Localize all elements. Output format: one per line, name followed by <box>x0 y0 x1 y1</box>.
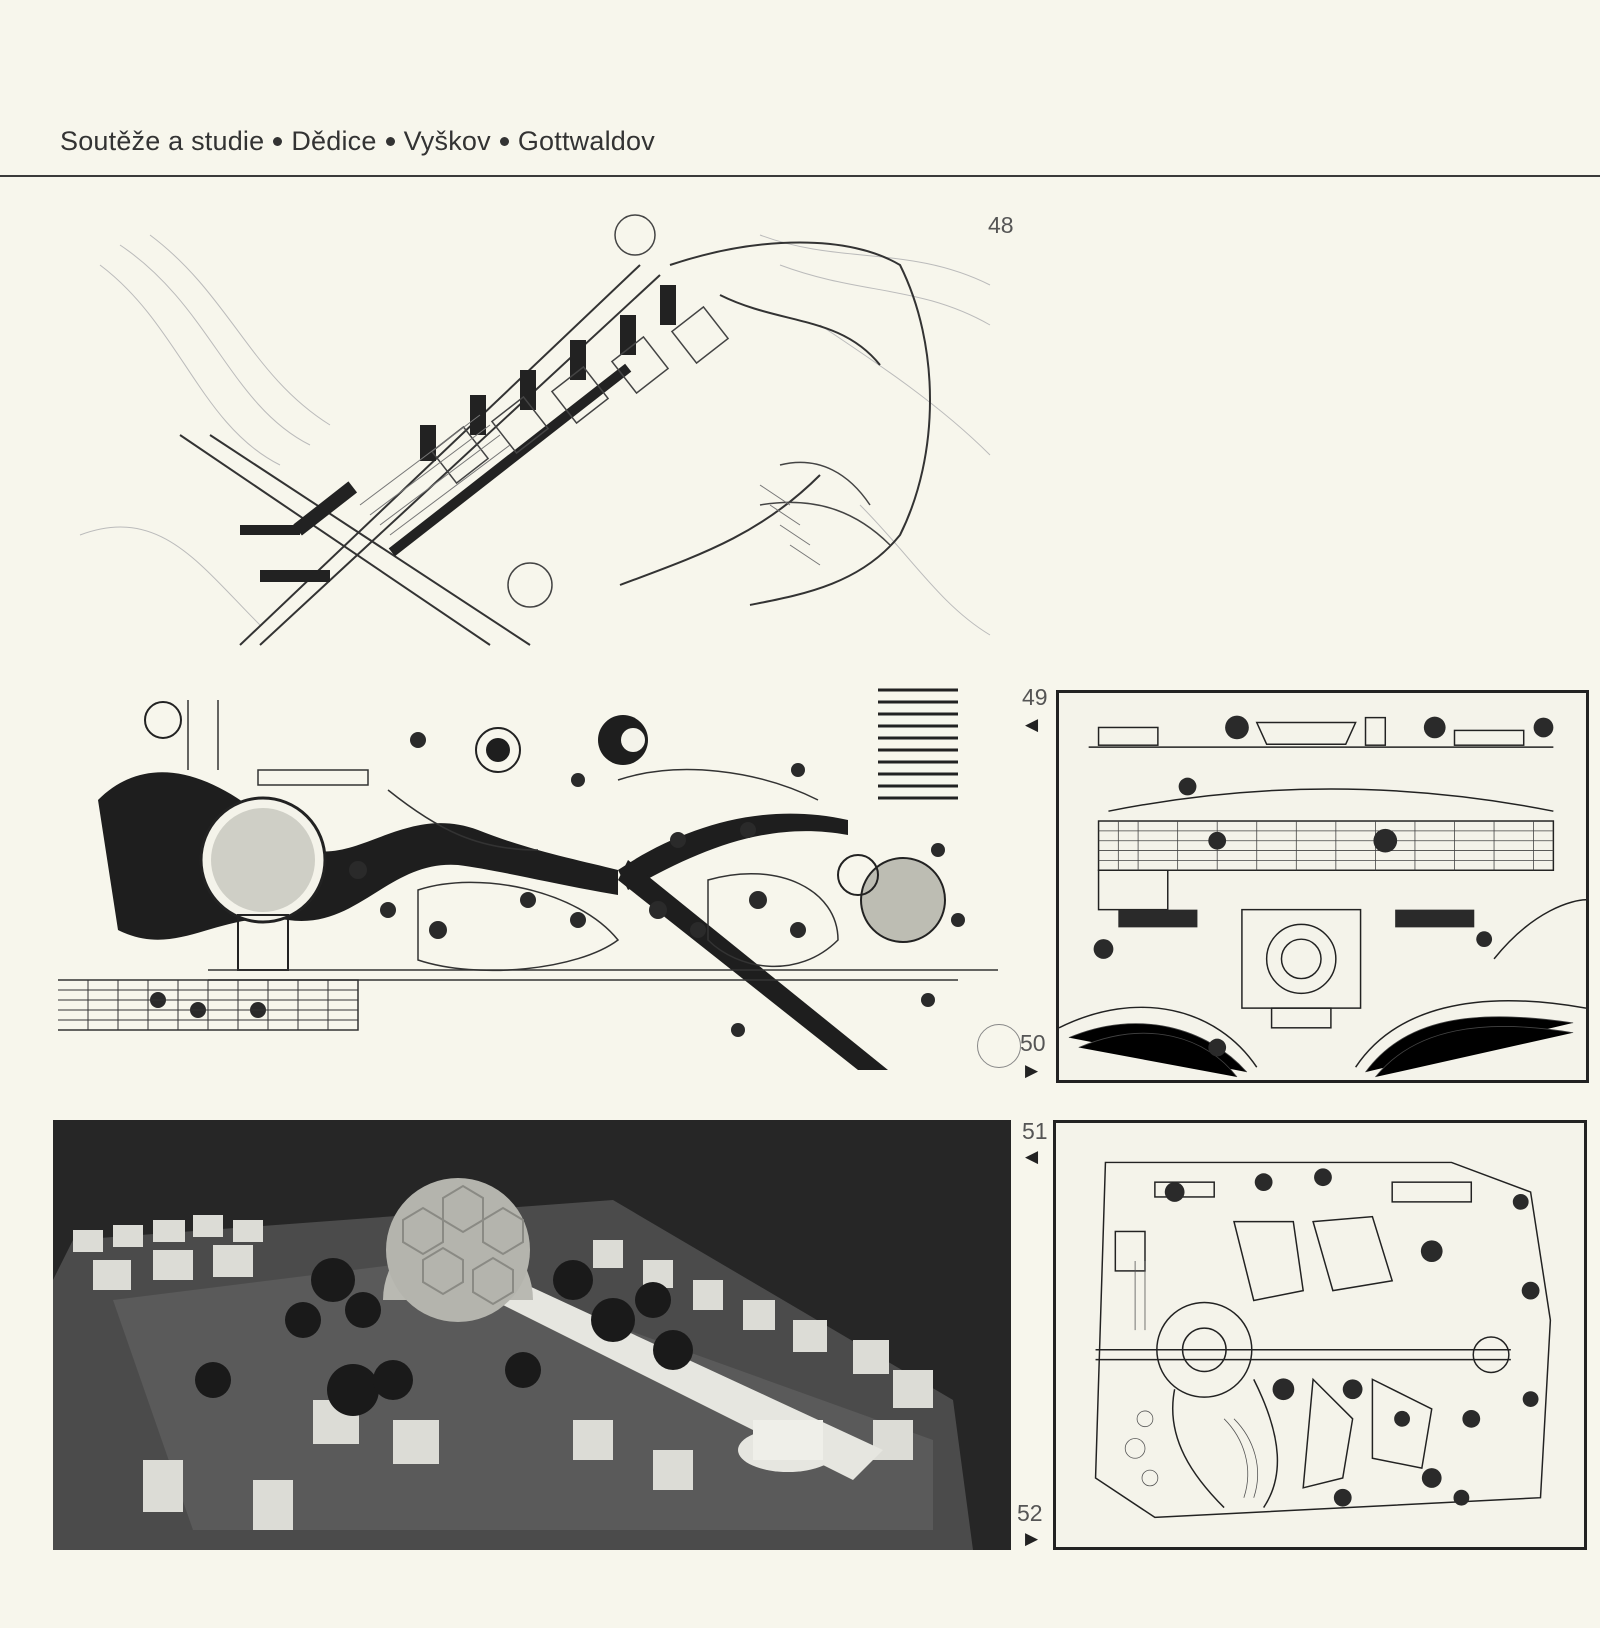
figure-number-50: 50 <box>1020 1030 1046 1056</box>
arrow-left-icon: ◀ <box>1025 1147 1039 1166</box>
circle-mark <box>977 1024 1021 1068</box>
figure-number-49: 49 <box>1022 684 1048 710</box>
bullet-icon <box>273 136 283 146</box>
running-header: Soutěže a studie Dědice Vyškov Gottwaldov <box>60 126 655 157</box>
header-section: Soutěže a studie <box>60 126 265 156</box>
header-place-3: Gottwaldov <box>517 126 655 156</box>
figure-number-52: 52 <box>1017 1500 1043 1526</box>
bullet-icon <box>499 136 509 146</box>
header-place-1: Dědice <box>291 126 377 156</box>
arrow-left-icon: ◀ <box>1025 715 1039 734</box>
header-rule <box>0 175 1600 177</box>
figure-48-site-plan <box>60 205 995 650</box>
figure-number-48: 48 <box>988 212 1014 238</box>
arrow-right-icon: ▶ <box>1025 1061 1039 1080</box>
figure-50-plan-elevation <box>1056 690 1589 1083</box>
figure-49-landscape-plan <box>58 680 1008 1070</box>
figure-number-51: 51 <box>1022 1118 1048 1144</box>
figure-52-site-plan <box>1053 1120 1587 1550</box>
arrow-right-icon: ▶ <box>1025 1529 1039 1548</box>
figure-51-model-photo <box>53 1120 1011 1550</box>
bullet-icon <box>385 136 395 146</box>
header-place-2: Vyškov <box>403 126 491 156</box>
